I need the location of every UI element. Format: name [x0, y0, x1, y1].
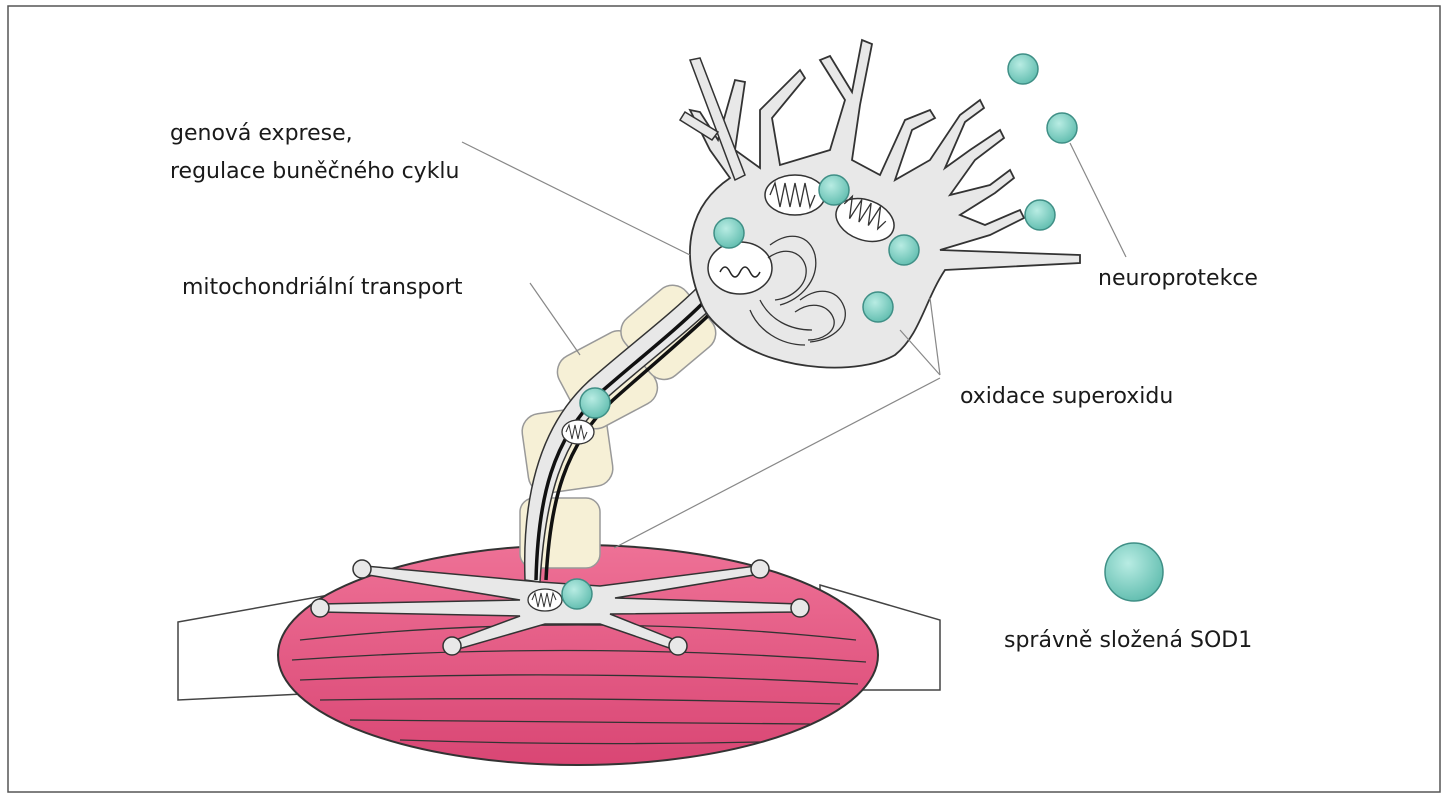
- label-mito-transport: mitochondriální transport: [182, 275, 463, 300]
- figure-border: [7, 5, 1441, 793]
- circle-icon: [579, 387, 611, 419]
- circle-icon: [1046, 112, 1078, 144]
- mitochondrion-icon: [527, 588, 563, 612]
- sod1-markers: [561, 53, 1164, 610]
- circle-icon: [713, 217, 745, 249]
- muscle: [277, 544, 879, 766]
- legend-sod1-icon: [1104, 542, 1164, 602]
- neuron-soma: [678, 38, 1081, 369]
- label-gene-expression: genová exprese,: [170, 121, 353, 146]
- circle-icon: [1024, 199, 1056, 231]
- circle-icon: [818, 174, 850, 206]
- legend-sod1-label: správně složená SOD1: [1004, 628, 1252, 653]
- neuromuscular-junction: [310, 559, 810, 656]
- circle-icon: [1007, 53, 1039, 85]
- circle-icon: [862, 291, 894, 323]
- leader-lines: [461, 141, 1127, 549]
- mitochondrion-icon: [561, 419, 595, 445]
- circle-icon: [888, 234, 920, 266]
- label-neuroprotection: neuroprotekce: [1098, 266, 1258, 291]
- label-superoxide: oxidace superoxidu: [960, 384, 1173, 409]
- mitochondrion-icon: [835, 194, 895, 243]
- circle-icon: [561, 578, 593, 610]
- label-cell-cycle: regulace buněčného cyklu: [170, 159, 460, 184]
- mitochondrion-icon: [764, 174, 826, 216]
